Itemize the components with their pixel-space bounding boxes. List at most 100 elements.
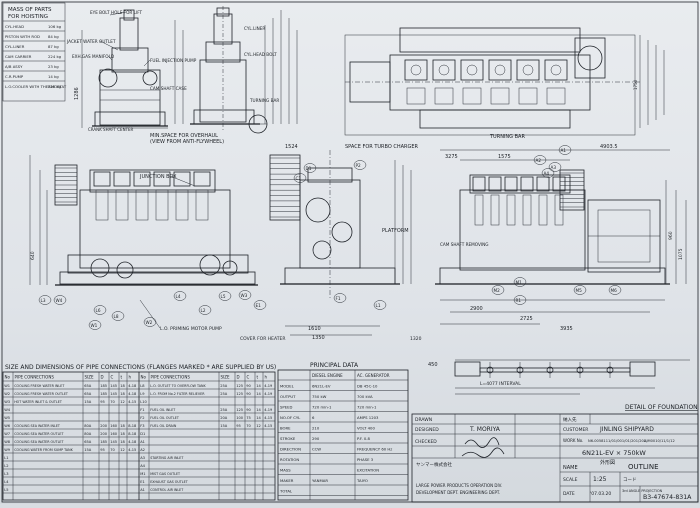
mass-row-part: CAM CARRIER xyxy=(5,54,32,59)
tb-date-label: DATE xyxy=(563,491,575,497)
pipe-cell: 70 xyxy=(110,448,115,452)
callout-bubble xyxy=(293,173,307,183)
pipe-table-header: t xyxy=(121,375,123,380)
pipe-cell: L1 xyxy=(4,456,8,460)
tb-drawn: DRAWN xyxy=(415,417,432,423)
mass-table-title-l2: FOR HOISTING xyxy=(8,14,48,20)
pipe-cell: F2 xyxy=(140,416,144,420)
pipe-table-title: SIZE AND DIMENSIONS OF PIPE CONNECTIONS … xyxy=(5,364,276,371)
mass-row-part: CYL.HEAD xyxy=(5,24,24,29)
tb-name-label: NAME xyxy=(563,465,578,471)
pipe-cell: L3 xyxy=(4,472,8,476)
tb-checked: CHECKED xyxy=(415,439,437,445)
pipe-cell: 4-18 xyxy=(128,384,137,388)
pipe-cell: L10 xyxy=(140,400,147,404)
company-en: LARGE POWER PRODUCTS OPERATION DIV. xyxy=(416,483,502,488)
mass-row-value: 23 kg xyxy=(48,64,59,69)
pipe-cell: 14 xyxy=(256,392,261,396)
principal-key: MAKER xyxy=(280,478,294,483)
callout-label: M2 xyxy=(494,288,501,293)
pipe-cell: 18 xyxy=(120,424,125,428)
pipe-cell: 90 xyxy=(246,392,251,396)
mass-row-value: 14 kg xyxy=(48,74,59,79)
pipe-cell: 145 xyxy=(110,392,117,396)
dim-3935: 3935 xyxy=(560,326,573,332)
pipe-cell: 70 xyxy=(246,424,251,428)
pipe-cell: 8-18 xyxy=(128,432,137,436)
pipe-table-header: SIZE xyxy=(85,375,94,380)
pipe-cell: D1 xyxy=(140,432,145,436)
principal-generator-value: DB 45C-10 xyxy=(357,384,378,389)
label-cyl-liner: CYL.LINER xyxy=(244,26,265,31)
callout-label: R1 xyxy=(516,298,522,303)
callout-label: L8 xyxy=(114,314,119,319)
pipe-table-header: SIZE xyxy=(221,375,230,380)
principal-engine-value: 720 min-1 xyxy=(312,405,332,410)
principal-engine-value: 210 xyxy=(312,426,320,431)
callout-label: M5 xyxy=(576,288,583,293)
principal-engine-value: YANMAR xyxy=(312,478,328,483)
pipe-connections-table: SIZE AND DIMENSIONS OF PIPE CONNECTIONS … xyxy=(2,364,276,501)
principal-key: NO.OF CYL xyxy=(280,415,301,420)
pipe-table-header: PIPE CONNECTIONS xyxy=(15,375,55,380)
pipe-cell: 125 xyxy=(236,384,243,388)
pipe-cell: MIST GAS OUTLET xyxy=(150,472,181,476)
pipe-cell: A1 xyxy=(140,440,145,444)
pipe-cell: 4-15 xyxy=(264,424,272,428)
pipe-cell: L9 xyxy=(140,392,145,396)
side-elevation-right: 4903.5 1575 3275 1075 960 2900 2725 3935… xyxy=(410,144,687,342)
pipe-cell: 25A xyxy=(220,392,228,396)
mass-row-value: 224 kg xyxy=(48,54,62,59)
plan-view: TURNING BAR 1750 xyxy=(344,27,665,140)
pipe-cell: 80A xyxy=(84,432,92,436)
pipe-cell: 18 xyxy=(120,440,125,444)
principal-key: MODEL xyxy=(280,384,295,389)
callout-label: D1 xyxy=(306,166,312,171)
pipe-cell: COOLING SEA WATER OUTLET xyxy=(14,440,64,444)
pipe-table-header: PIPE CONNECTIONS xyxy=(151,375,191,380)
pipe-cell: 18 xyxy=(120,432,125,436)
pipe-cell: COOLING FRESH WATER OUTLET xyxy=(14,392,69,396)
dim-2900: 2900 xyxy=(470,306,483,312)
pipe-cell: 90 xyxy=(246,408,251,412)
callout-bubble xyxy=(253,300,267,310)
pipe-cell: W4 xyxy=(4,408,11,412)
tb-code-label: コード xyxy=(623,477,637,483)
callout-bubble xyxy=(173,291,187,301)
mass-row-part: CYL.LINER xyxy=(5,44,25,49)
principal-generator-value: P.F. 0.8 xyxy=(357,436,371,441)
tb-sn: AJM0010/11/1/12 xyxy=(644,439,675,443)
pipe-cell: 14 xyxy=(256,416,261,420)
principal-key: TOTAL xyxy=(279,489,293,494)
pipe-cell: W6 xyxy=(4,424,11,428)
end-view-middle: 1524 1610 1350 SPACE FOR TURBO CHARGER P… xyxy=(238,144,419,342)
pipe-cell: FUEL OIL INLET xyxy=(150,408,176,412)
tb-designed: DESIGNED xyxy=(415,427,439,433)
pipe-cell: A2 xyxy=(140,448,145,452)
dim-1866: 1075 xyxy=(678,248,684,260)
pipe-cell: 160 xyxy=(110,432,118,436)
label-jacket-water-outlet: JACKET WATER OUTLET xyxy=(66,39,116,44)
label-crank-center: CRANK SHAFT CENTER xyxy=(88,127,134,132)
principal-key: OUTPUT xyxy=(280,394,296,399)
pipe-cell: 4-18 xyxy=(128,440,137,444)
label-cyl-head-bolt: CYL.HEAD BOLT xyxy=(244,52,277,57)
tb-model: 6N21L-EV × 750kW xyxy=(582,449,646,457)
pipe-cell: HOT WATER INLET & OUTLET xyxy=(14,400,63,404)
principal-key: STROKE xyxy=(280,436,296,441)
mass-row-part: C.R.PUMP xyxy=(5,74,24,79)
tb-name: OUTLINE xyxy=(628,463,659,471)
tb-customer-label: CUSTOMER xyxy=(563,427,588,433)
callout-bubble xyxy=(111,311,125,321)
mass-row-part: L.O.COOLER WITH THERMOSTAT xyxy=(5,84,67,89)
pipe-cell: L.O. FROM No.2 FILTER RELIEVER xyxy=(150,392,205,396)
dim-1524: 1524 xyxy=(285,144,298,150)
callout-label: A3 xyxy=(551,165,557,170)
tb-drawing-no: B3-47674-831A xyxy=(643,494,692,501)
callout-label: L6 xyxy=(96,308,101,313)
pipe-cell: 80A xyxy=(84,424,92,428)
mass-row-part: PISTON WITH ROD xyxy=(5,34,40,39)
label-cam-shaft-removing: CAM SHAFT REMOVING xyxy=(440,242,489,247)
pipe-cell: M1 xyxy=(140,472,145,476)
foundation-label: DETAIL OF FOUNDATION xyxy=(625,404,698,411)
